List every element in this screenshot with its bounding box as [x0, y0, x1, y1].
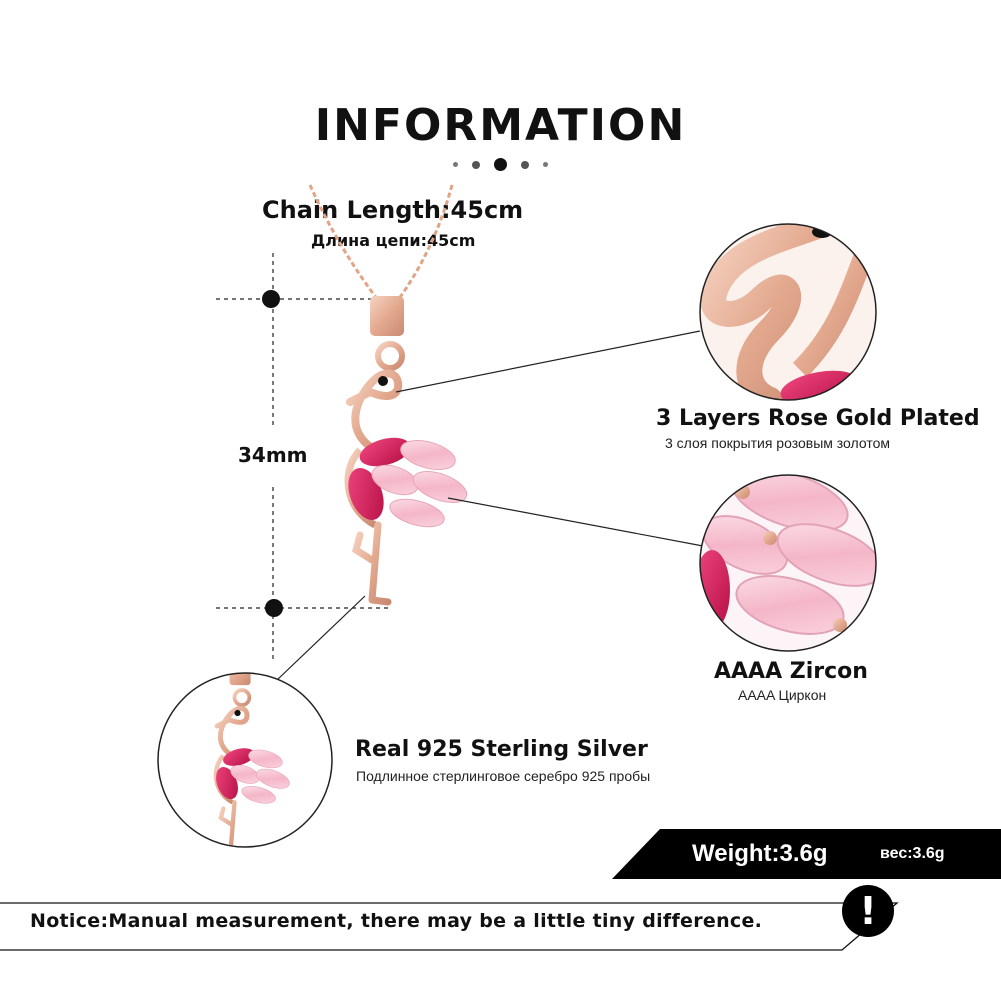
height-measurement — [216, 253, 392, 660]
dot — [521, 160, 529, 169]
feature-zircon-title: AAAA Zircon — [714, 659, 868, 684]
feature-rose-gold-title: 3 Layers Rose Gold Plated — [656, 406, 980, 431]
detail-circle-rose-gold — [699, 223, 877, 401]
chain-length-label: Chain Length:45cm — [262, 196, 524, 224]
detail-circle-zircon — [699, 474, 877, 652]
notice-text: Notice:Manual measurement, there may be … — [30, 910, 763, 932]
callout-lines — [276, 330, 704, 681]
weight-label-ru: вес:3.6g — [880, 845, 945, 862]
weight-label: Weight:3.6g — [692, 840, 828, 867]
chain-length-label-ru: Длина цепи:45cm — [311, 231, 476, 250]
dot — [453, 162, 458, 167]
measure-bottom-dot — [265, 599, 283, 617]
detail-circle-sterling-silver — [157, 672, 333, 848]
page-title: INFORMATION — [314, 100, 687, 151]
necklace-chain — [308, 184, 454, 301]
feature-silver-title: Real 925 Sterling Silver — [355, 737, 648, 762]
feature-rose-gold-subtitle: 3 слоя покрытия розовым золотом — [665, 435, 890, 451]
flamingo-pendant — [342, 296, 471, 602]
weight-band — [612, 829, 1001, 879]
dot — [472, 160, 480, 169]
measure-top-dot — [262, 290, 280, 308]
exclamation-icon: ! — [842, 885, 894, 937]
title-dots-decoration — [0, 158, 1001, 171]
pendant-height-label: 34mm — [238, 443, 308, 467]
dot — [494, 158, 507, 171]
dot — [543, 162, 548, 167]
feature-silver-subtitle: Подлинное стерлинговое серебро 925 пробы — [356, 768, 651, 784]
feature-zircon-subtitle: AAAA Циркон — [738, 687, 827, 703]
